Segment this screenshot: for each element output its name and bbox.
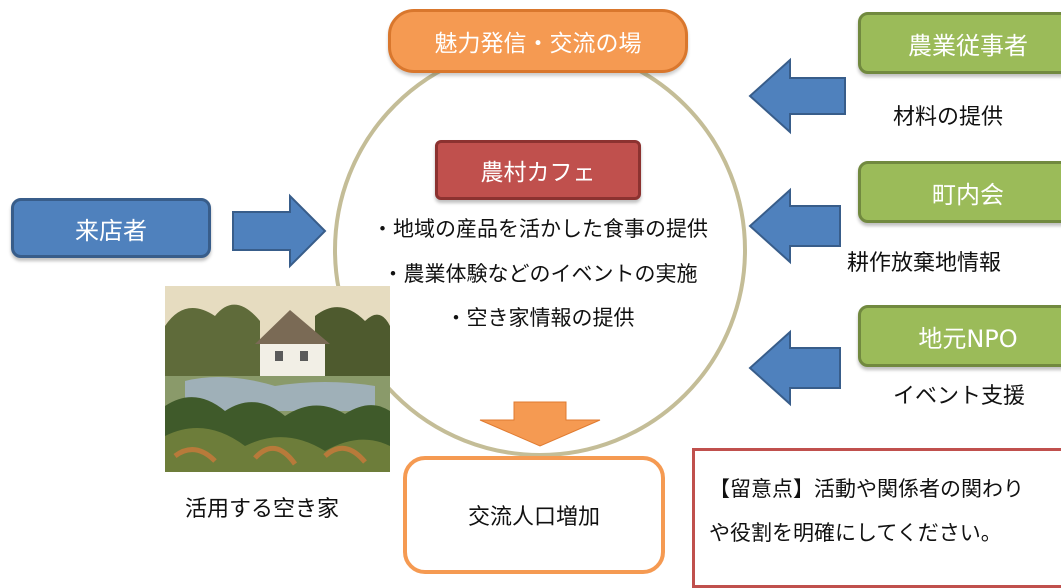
partner-name-town: 町内会 bbox=[932, 180, 1004, 209]
visitor-box: 来店者 bbox=[11, 198, 211, 258]
visitor-arrow bbox=[232, 193, 327, 269]
visitor-label: 来店者 bbox=[75, 216, 147, 245]
note-line-2: や役割を明確にしてください。 bbox=[709, 521, 1002, 545]
activity-3: ・空き家情報の提供 bbox=[445, 306, 635, 330]
hub-title-box: 魅力発信・交流の場 bbox=[388, 9, 688, 73]
partner-arrow-3 bbox=[748, 329, 841, 407]
partner-box-town: 町内会 bbox=[858, 161, 1061, 223]
partner-role-farmers: 材料の提供 bbox=[893, 105, 1004, 130]
partner-box-farmers: 農業従事者 bbox=[858, 12, 1061, 74]
partner-role-npo: イベント支援 bbox=[893, 384, 1026, 409]
partner-role-town: 耕作放棄地情報 bbox=[847, 251, 1002, 276]
activity-1: ・地域の産品を活かした食事の提供 bbox=[372, 217, 708, 241]
result-box: 交流人口増加 bbox=[403, 456, 665, 574]
cafe-box: 農村カフェ bbox=[435, 140, 641, 200]
partner-arrow-1 bbox=[748, 57, 846, 135]
vacant-house-image bbox=[165, 286, 390, 472]
cafe-label: 農村カフェ bbox=[480, 160, 596, 186]
partner-name-npo: 地元NPO bbox=[918, 324, 1018, 353]
note-line-1: 【留意点】活動や関係者の関わり bbox=[709, 477, 1024, 501]
hub-circle bbox=[333, 43, 747, 457]
partner-arrow-2 bbox=[748, 187, 841, 265]
result-label: 交流人口増加 bbox=[467, 505, 600, 530]
house-caption: 活用する空き家 bbox=[185, 497, 340, 522]
partner-name-farmers: 農業従事者 bbox=[908, 31, 1028, 60]
partner-box-npo: 地元NPO bbox=[858, 305, 1061, 367]
result-arrow bbox=[479, 401, 601, 447]
hub-title: 魅力発信・交流の場 bbox=[434, 31, 642, 57]
activity-2: ・農業体験などのイベントの実施 bbox=[382, 262, 698, 286]
note-box: 【留意点】活動や関係者の関わり や役割を明確にしてください。 bbox=[692, 448, 1061, 588]
